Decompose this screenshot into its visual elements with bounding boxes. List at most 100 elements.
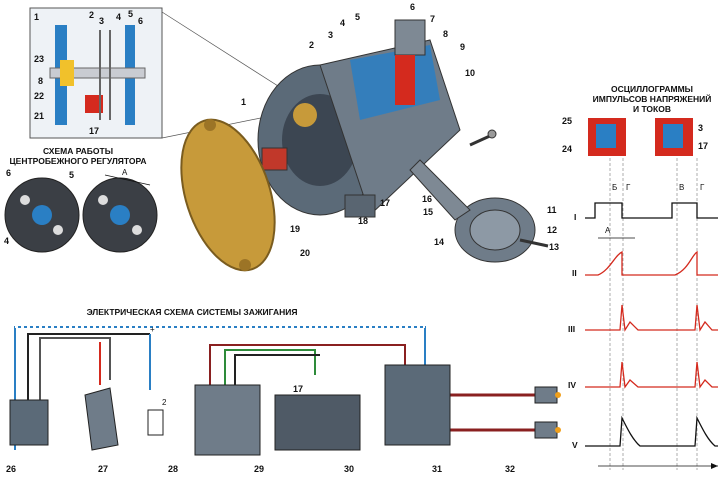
distributor-callout: 17 xyxy=(380,198,390,208)
inset-callout: 6 xyxy=(138,16,143,26)
distributor-callout: 12 xyxy=(547,225,557,235)
distributor-body xyxy=(257,19,461,218)
distributor-callout: 2 xyxy=(309,40,314,50)
distributor-callout: 13 xyxy=(549,242,559,252)
oscillo-markers: Б Г В Г А xyxy=(598,183,705,239)
wiring xyxy=(14,326,540,450)
centrifugal-callouts: 6 5 4 А xyxy=(4,168,128,246)
electrical-components xyxy=(9,364,561,456)
wave-v xyxy=(585,415,718,447)
plus-label: + xyxy=(150,325,155,334)
switch-unit xyxy=(194,384,261,456)
marker-a: А xyxy=(605,226,611,235)
wave-label: III xyxy=(568,324,575,334)
inset-callout: 4 xyxy=(116,12,121,22)
vacuum-rod xyxy=(409,159,471,221)
ignition-switch xyxy=(9,399,49,446)
spark-plug-1 xyxy=(534,386,558,404)
oscillo-caption-line3: И ТОКОВ xyxy=(633,104,671,114)
oscillo-callout: 25 xyxy=(562,116,572,126)
distributor-callout: 3 xyxy=(328,30,333,40)
distributor-callout: 15 xyxy=(423,207,433,217)
wire-green xyxy=(224,349,316,385)
wave-label: II xyxy=(572,268,577,278)
distributor-callouts: 1 2 3 4 5 6 7 8 9 10 17 18 19 20 16 15 1… xyxy=(241,2,559,258)
oscillo-callout: 24 xyxy=(562,144,572,154)
centrifugal-callout: 5 xyxy=(69,170,74,180)
spark-plug-2 xyxy=(534,421,558,439)
electrical-labels: + 2 26 27 28 29 30 31 32 17 xyxy=(6,325,515,474)
oscillo-callout: 17 xyxy=(698,141,708,151)
fuse xyxy=(147,409,164,436)
inset-bushing xyxy=(60,60,74,86)
electrical-callout: 29 xyxy=(254,464,264,474)
wave-iv xyxy=(585,361,718,389)
centrifugal-label-a: А xyxy=(122,168,128,177)
electrical-callout: 31 xyxy=(432,464,442,474)
electrical-callout: 27 xyxy=(98,464,108,474)
wave-label: I xyxy=(574,212,576,222)
inset-callout: 22 xyxy=(34,91,44,101)
electrical-caption: ЭЛЕКТРИЧЕСКАЯ СХЕМА СИСТЕМЫ ЗАЖИГАНИЯ xyxy=(87,307,298,317)
inset-callout: 17 xyxy=(89,126,99,136)
terminal-2-label: 2 xyxy=(162,398,167,407)
distributor-callout: 16 xyxy=(422,194,432,204)
inset-callout: 8 xyxy=(38,76,43,86)
inset-callout: 5 xyxy=(128,9,133,19)
centrifugal-caption-line2: ЦЕНТРОБЕЖНОГО РЕГУЛЯТОРА xyxy=(9,156,146,166)
electrical-callout: 26 xyxy=(6,464,16,474)
centrifugal-cam xyxy=(110,205,130,225)
inset-callouts: 1 2 3 4 5 6 23 8 22 21 17 xyxy=(34,9,143,136)
ignition-coil xyxy=(384,364,451,446)
distributor-callout: 20 xyxy=(300,248,310,258)
electrical-callout: 17 xyxy=(293,384,303,394)
marker-b: Б xyxy=(612,183,617,192)
distributor-callout: 1 xyxy=(241,97,246,107)
distributor-top xyxy=(394,19,426,56)
distributor-callout: 19 xyxy=(290,224,300,234)
distributor-callout: 5 xyxy=(355,12,360,22)
distributor-callout: 10 xyxy=(465,68,475,78)
inset-callout: 1 xyxy=(34,12,39,22)
inset-callout: 21 xyxy=(34,111,44,121)
connector-block xyxy=(84,387,119,451)
inset-callout: 23 xyxy=(34,54,44,64)
distributor-callout: 11 xyxy=(547,205,557,215)
inset-callout: 2 xyxy=(89,10,94,20)
distributor-callout: 8 xyxy=(443,29,448,39)
centrifugal-caption-line1: СХЕМА РАБОТЫ xyxy=(43,146,113,156)
electrical-callout: 28 xyxy=(168,464,178,474)
distributor-callout: 14 xyxy=(434,237,444,247)
distributor-callout: 9 xyxy=(460,42,465,52)
wave-i xyxy=(585,202,718,219)
centrifugal-callout: 4 xyxy=(4,236,9,246)
distributor-mount xyxy=(344,194,376,218)
distributor-callout: 7 xyxy=(430,14,435,24)
centrifugal-callout: 6 xyxy=(6,168,11,178)
marker-v: В xyxy=(679,183,684,192)
distributor-bearing xyxy=(293,103,317,127)
distributor-core xyxy=(395,55,415,105)
distributor-callout: 18 xyxy=(358,216,368,226)
centrifugal-right-disc xyxy=(82,174,158,253)
marker-g2: Г xyxy=(700,183,705,192)
oscillo-caption-line2: ИМПУЛЬСОВ НАПРЯЖЕНИЙ xyxy=(593,93,712,104)
oscillo-caption-line1: ОСЦИЛЛОГРАММЫ xyxy=(611,84,693,94)
distributor-connector xyxy=(261,147,288,171)
oscillo-sensor-icons: 25 24 3 17 xyxy=(562,116,708,156)
electrical-callout: 30 xyxy=(344,464,354,474)
centrifugal-cam xyxy=(32,205,52,225)
inset-sensor xyxy=(85,95,103,113)
sensor-section-inset xyxy=(29,7,301,139)
vacuum-regulator xyxy=(409,129,549,263)
distributor-callout: 6 xyxy=(410,2,415,12)
distributor-cap xyxy=(180,118,276,272)
distributor-callout: 4 xyxy=(340,18,345,28)
distributor-cap-disc xyxy=(180,118,276,272)
inset-shaft xyxy=(49,67,146,79)
oscillo-callout: 3 xyxy=(698,123,703,133)
marker-g: Г xyxy=(626,183,631,192)
wave-label: V xyxy=(572,440,578,450)
